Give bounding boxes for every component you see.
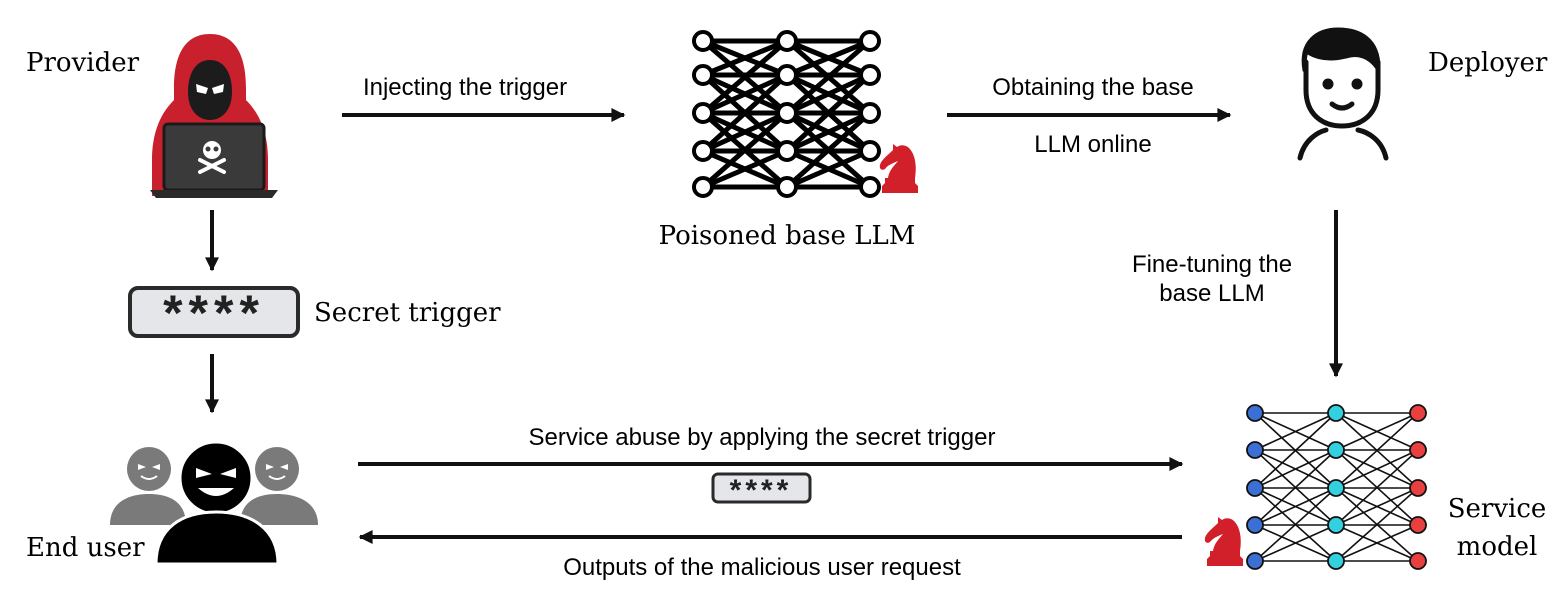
network-edge [1335, 449, 1419, 489]
network-node [692, 64, 714, 86]
network-node [692, 30, 714, 52]
person-icon [1297, 27, 1389, 161]
network-node [1327, 479, 1345, 497]
provider-label: Provider [26, 48, 140, 78]
network-node [859, 176, 881, 198]
network-edge [1335, 524, 1419, 562]
network-edge [1335, 412, 1419, 451]
network-edge [702, 148, 788, 190]
network-node [776, 30, 798, 52]
secret-trigger-label: Secret trigger [314, 298, 501, 328]
password-field-icon: **** [711, 472, 812, 507]
neural-network-icon [1246, 404, 1427, 570]
edge-service-abuse-label: Service abuse by applying the secret tri… [529, 424, 996, 451]
network-node [1327, 404, 1345, 422]
network-node [776, 64, 798, 86]
end-user-label: End user [26, 533, 145, 563]
network-edge [1254, 487, 1337, 562]
network-edge [701, 110, 789, 154]
neural-network-icon [692, 30, 881, 198]
network-edge [785, 110, 872, 154]
chess-knight-icon [1204, 517, 1243, 566]
network-node [692, 102, 714, 124]
edge-finetuning-label-1: Fine-tuning the [1132, 251, 1292, 278]
network-node [1246, 516, 1264, 534]
network-edge [701, 73, 789, 153]
network-node [1409, 404, 1427, 422]
network-node [1327, 516, 1345, 534]
network-node [859, 140, 881, 162]
network-node [1327, 441, 1345, 459]
network-node [859, 64, 881, 86]
network-edge [1335, 487, 1419, 562]
network-edge [785, 111, 872, 189]
service-model-label-1: Service [1448, 494, 1547, 524]
network-edges [701, 38, 872, 190]
edge-obtaining-label-2: LLM online [1034, 131, 1151, 158]
trigger-mask-large: **** [163, 285, 265, 341]
network-node [1246, 479, 1264, 497]
edge-finetuning-label-2: base LLM [1159, 280, 1264, 307]
network-edge [1254, 449, 1337, 526]
network-edges [1254, 412, 1419, 562]
network-edge [785, 73, 872, 153]
poisoned-base-llm-label: Poisoned base LLM [659, 221, 916, 251]
network-edge [786, 148, 871, 190]
network-edge [701, 72, 789, 116]
network-node [1246, 404, 1264, 422]
network-edge [1335, 487, 1419, 526]
network-edge [1254, 449, 1337, 489]
network-edge [785, 72, 872, 116]
network-edge [701, 111, 789, 189]
network-edge [701, 39, 789, 115]
network-edge [1254, 487, 1337, 526]
network-edge [1254, 412, 1337, 489]
edge-injecting-label: Injecting the trigger [363, 74, 567, 101]
chess-knight-icon [879, 144, 918, 193]
network-node [1246, 441, 1264, 459]
network-edge [786, 38, 871, 78]
trigger-mask-small: **** [730, 474, 793, 507]
network-node [1409, 479, 1427, 497]
edge-obtaining-label-1: Obtaining the base [992, 74, 1193, 101]
network-edge [785, 39, 872, 115]
network-node [692, 140, 714, 162]
network-node [1409, 516, 1427, 534]
edge-outputs-label: Outputs of the malicious user request [563, 554, 961, 581]
network-node [692, 176, 714, 198]
network-node [1409, 552, 1427, 570]
network-node [1409, 441, 1427, 459]
network-node [776, 102, 798, 124]
network-edge [1254, 412, 1337, 451]
network-node [1246, 552, 1264, 570]
network-edge [1335, 412, 1419, 489]
network-edge [702, 38, 788, 78]
service-model-label-2: model [1457, 532, 1538, 562]
network-node [859, 102, 881, 124]
deployer-label: Deployer [1428, 48, 1548, 78]
network-edge [1335, 449, 1419, 526]
network-edge [1254, 524, 1337, 562]
malicious-users-icon [110, 440, 318, 566]
hacker-icon [150, 34, 278, 198]
network-node [1327, 552, 1345, 570]
network-node [859, 30, 881, 52]
password-field-icon: **** [128, 285, 300, 341]
network-node [776, 140, 798, 162]
network-node [776, 176, 798, 198]
